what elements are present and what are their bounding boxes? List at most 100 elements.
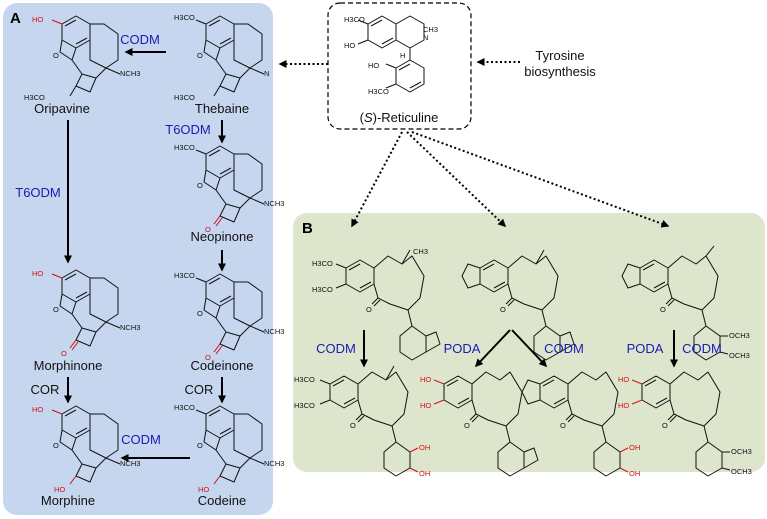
atom-ho: HO [618,375,629,384]
morphine-label: Morphine [41,493,95,508]
panel-a-background [3,3,273,515]
enzyme-b-poda-2: PODA [444,341,481,356]
neopinone-label: Neopinone [191,229,254,244]
atom-o: O [197,441,203,450]
atom-ch3: CH3 [413,247,428,256]
atom-nch3: NCH3 [264,199,284,208]
atom-o-red: O [205,353,211,362]
atom-oh-2: OH [629,469,640,478]
atom-o: O [560,421,566,430]
atom-ho: HO [32,269,43,278]
morphine-structure: HO O NCH3 HO [32,405,140,494]
atom-och3: OCH3 [729,331,750,340]
atom-h3co: H3CO [174,403,195,412]
arrow-reticuline-to-b1 [351,131,403,228]
enzyme-b-codm-3: CODM [682,341,722,356]
atom-h3co-2: H3CO [174,93,195,102]
atom-oh: OH [419,443,430,452]
atom-nch3: NCH3 [120,69,140,78]
b-structure-1-top: H3CO H3CO O CH3 [312,247,441,361]
enzyme-b-poda-3: PODA [627,341,664,356]
b-structure-3-bottom: HO HO O OCH3 OCH3 [618,371,752,477]
panel-b-label: B [302,220,313,237]
enzyme-b-codm-2: CODM [544,341,584,356]
atom-nch3: NCH3 [120,323,140,332]
atom-ho-2: HO [368,61,379,70]
atom-h: H [400,51,405,60]
atom-o: O [53,305,59,314]
panel-a-label: A [10,10,21,27]
atom-nch3: NCH3 [120,459,140,468]
arrow-reticuline-to-b3 [411,131,670,228]
morphinone-structure: HO O NCH3 O [32,269,140,358]
neopinone-structure: H3CO O NCH3 O [174,143,284,234]
codeine-structure: H3CO O NCH3 HO [174,403,284,494]
b-structure-1-bottom: H3CO H3CO O OH OH [294,365,430,478]
atom-och3-2: OCH3 [731,467,752,476]
atom-o: O [197,309,203,318]
atom-h3co: H3CO [312,259,333,268]
atom-h3co: H3CO [344,15,365,24]
biosynthesis-label: biosynthesis [524,64,596,79]
atom-n: N [423,33,428,42]
atom-och3-2: OCH3 [729,351,750,360]
b-structure-2-top: O [461,249,575,361]
atom-ho-red: HO [54,485,65,494]
b-structure-3-top: O OCH3 OCH3 [621,245,750,361]
atom-ho-red: HO [198,485,209,494]
morphinone-label: Morphinone [34,358,103,373]
atom-o-red: O [205,225,211,234]
atom-o: O [662,421,668,430]
atom-n: N [264,69,269,78]
enzyme-codm-bottom: CODM [121,432,161,447]
reticuline-structure: H3CO HO N CH3 H HO H3CO [344,15,438,96]
arrow-b2-codm [511,329,548,368]
atom-o: O [350,421,356,430]
thebaine-structure: H3CO O N H3CO [174,13,269,102]
b-structure-2a-bottom: HO HO O [420,371,539,477]
atom-ho: HO [420,375,431,384]
enzyme-cor-right: COR [185,382,214,397]
atom-oh-2: OH [419,469,430,478]
codeinone-label: Codeinone [191,358,254,373]
codeine-label: Codeine [198,493,246,508]
atom-h3co-2: H3CO [312,285,333,294]
enzyme-cor-left: COR [31,382,60,397]
atom-h3co: H3CO [294,375,315,384]
atom-nch3: NCH3 [264,327,284,336]
reticuline-label: (S)-Reticuline [360,110,439,125]
enzyme-codm-top: CODM [120,32,160,47]
atom-h3co-2: H3CO [368,87,389,96]
atom-o: O [464,421,470,430]
atom-o: O [53,441,59,450]
atom-och3: OCH3 [731,447,752,456]
arrow-reticuline-to-b2 [406,131,507,228]
atom-o-red: O [61,349,67,358]
atom-ho-2: HO [420,401,431,410]
atom-h3co: H3CO [174,13,195,22]
atom-ho: HO [32,405,43,414]
atom-h3co-2: H3CO [294,401,315,410]
enzyme-b-codm-1: CODM [316,341,356,356]
atom-h3co: H3CO [174,143,195,152]
arrow-b2-poda [474,329,511,368]
atom-ch3: CH3 [423,25,438,34]
atom-o: O [660,305,666,314]
atom-o: O [53,51,59,60]
atom-o: O [197,181,203,190]
atom-ho-2: HO [618,401,629,410]
atom-h3co: H3CO [24,93,45,102]
oripavine-label: Oripavine [34,101,90,116]
thebaine-label: Thebaine [195,101,249,116]
oripavine-structure: HO O NCH3 H3CO [24,15,140,102]
enzyme-t6odm-left: T6ODM [15,185,61,200]
codeinone-structure: H3CO O NCH3 O [174,271,284,362]
atom-ho: HO [32,15,43,24]
atom-ho: HO [344,41,355,50]
atom-h3co: H3CO [174,271,195,280]
enzyme-t6odm-right: T6ODM [165,122,211,137]
atom-nch3: NCH3 [264,459,284,468]
atom-oh: OH [629,443,640,452]
